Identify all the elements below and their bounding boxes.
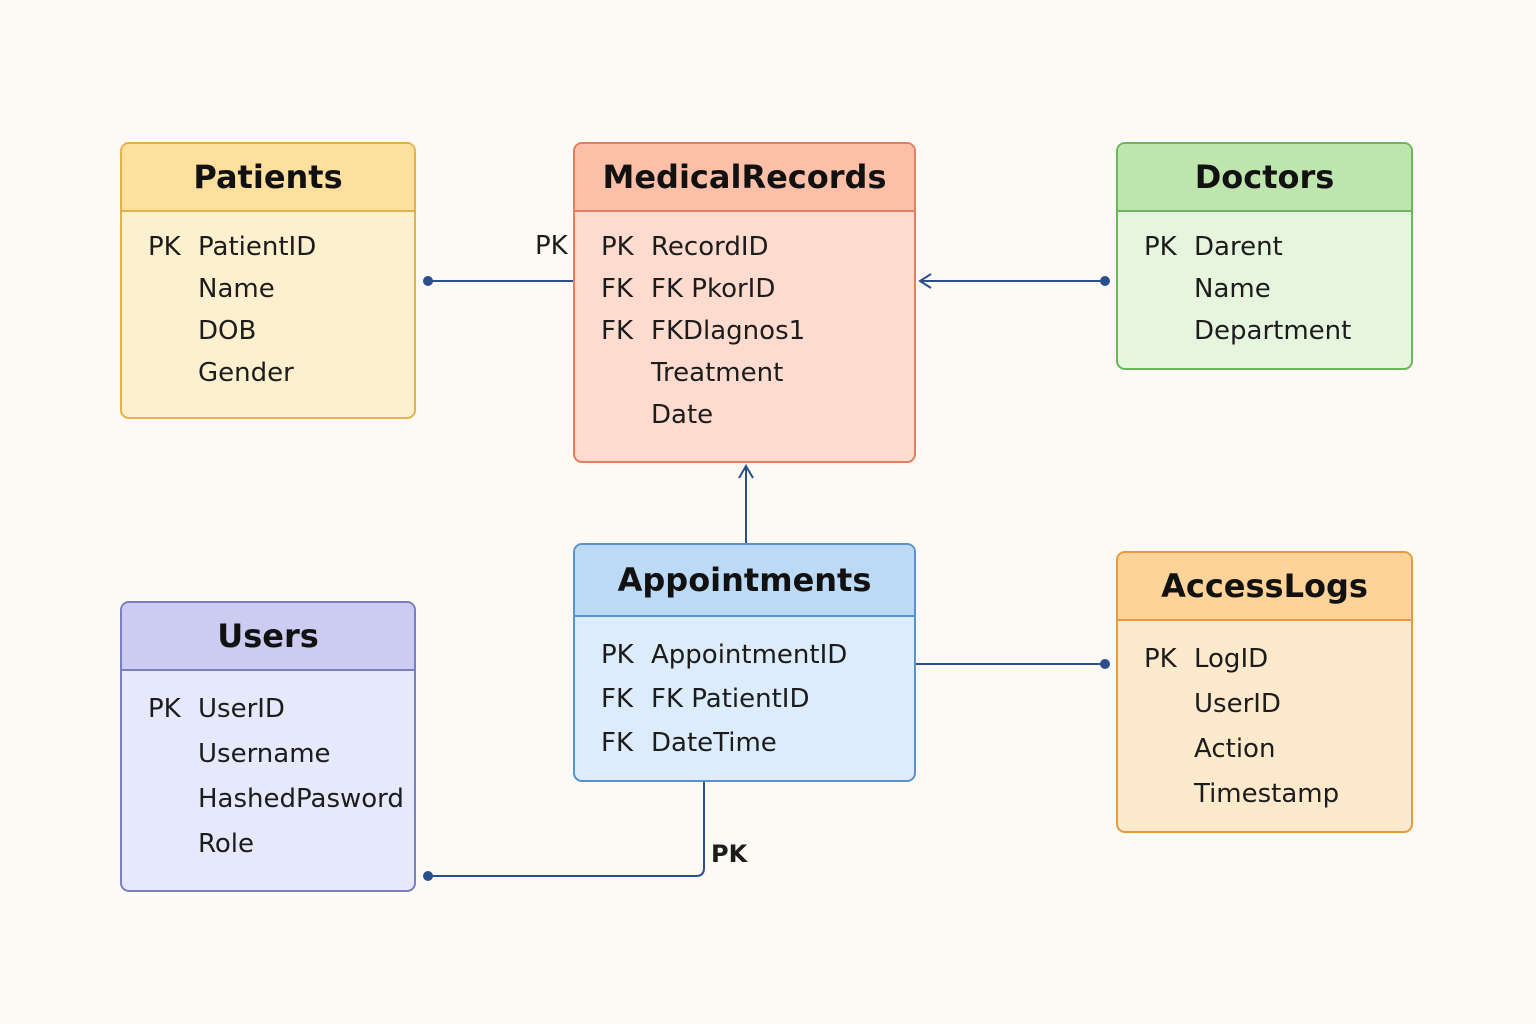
field-name: Date [651, 400, 714, 430]
patients-title: Patients [122, 144, 414, 212]
field-row: PK AppointmentID [575, 633, 914, 677]
connector-dot-icon [423, 871, 433, 881]
field-name: Department [1194, 316, 1352, 346]
field-row: UserID [1118, 681, 1411, 726]
field-row: Role [122, 821, 414, 866]
field-row: Action [1118, 726, 1411, 771]
users-appointments-connector [423, 782, 705, 881]
field-name: FK PkorID [651, 274, 776, 304]
users-title: Users [122, 603, 414, 671]
users-appointments-edge-label: PK [711, 840, 748, 868]
field-name: Darent [1194, 232, 1283, 262]
field-name: Timestamp [1194, 778, 1340, 809]
field-key: PK [1144, 643, 1177, 674]
medicalrecords-title: MedicalRecords [575, 144, 914, 212]
appointments-medicalrecords-connector [738, 464, 754, 543]
field-row: PK UserID [122, 686, 414, 731]
field-row: Username [122, 731, 414, 776]
field-key: PK [601, 232, 634, 262]
field-name: HashedPasword [198, 783, 404, 814]
field-row: Gender [122, 352, 414, 394]
connector-dot-icon [1100, 659, 1110, 669]
connector-dot-icon [1100, 276, 1110, 286]
field-key: PK [148, 693, 181, 724]
field-row: DOB [122, 310, 414, 352]
field-name: Action [1194, 733, 1276, 764]
field-row: PK LogID [1118, 636, 1411, 681]
field-row: FK FKDlagnos1 [575, 310, 914, 352]
connector-dot-icon [423, 276, 433, 286]
field-row: Timestamp [1118, 771, 1411, 816]
field-name: AppointmentID [651, 640, 848, 670]
field-row: FK FK PkorID [575, 268, 914, 310]
field-name: LogID [1194, 643, 1269, 674]
field-name: Role [198, 828, 255, 859]
field-row: FK DateTime [575, 721, 914, 765]
arrowhead-left-icon [918, 273, 932, 289]
field-name: Name [1194, 274, 1271, 304]
field-row: Treatment [575, 352, 914, 394]
field-key: PK [601, 640, 634, 670]
field-name: FK PatientID [651, 684, 810, 714]
field-row: Name [1118, 268, 1411, 310]
field-key: FK [601, 728, 634, 758]
field-name: DOB [198, 316, 257, 346]
field-key: PK [1144, 232, 1177, 262]
field-row: Date [575, 394, 914, 436]
field-row: HashedPasword [122, 776, 414, 821]
field-key: FK [601, 316, 634, 346]
field-name: PatientID [198, 232, 317, 262]
field-name: UserID [198, 693, 285, 724]
doctors-title: Doctors [1118, 144, 1411, 212]
patients-medicalrecords-connector [423, 276, 573, 286]
appointments-title: Appointments [575, 545, 914, 617]
field-name: Username [198, 738, 331, 769]
appointments-accesslogs-connector [916, 659, 1110, 669]
field-name: Treatment [651, 358, 784, 388]
field-row: FK FK PatientID [575, 677, 914, 721]
patients-records-edge-label: PK [535, 231, 568, 261]
field-name: UserID [1194, 688, 1281, 719]
field-name: DateTime [651, 728, 777, 758]
accesslogs-title: AccessLogs [1118, 553, 1411, 621]
field-row: PK PatientID [122, 226, 414, 268]
field-name: Gender [198, 358, 294, 388]
field-row: PK Darent [1118, 226, 1411, 268]
field-key: PK [148, 232, 181, 262]
doctors-medicalrecords-connector [918, 273, 1110, 289]
field-row: PK RecordID [575, 226, 914, 268]
field-name: RecordID [651, 232, 769, 262]
arrowhead-up-icon [738, 464, 754, 479]
field-row: Department [1118, 310, 1411, 352]
field-name: Name [198, 274, 275, 304]
field-name: FKDlagnos1 [651, 316, 806, 346]
appointments-entity[interactable]: Appointments PK AppointmentID FK FK Patient… [573, 543, 916, 782]
field-row: Name [122, 268, 414, 310]
field-key: FK [601, 684, 634, 714]
field-key: FK [601, 274, 634, 304]
appointments-field-list: PK AppointmentID FK FK PatientID FK DateTime [575, 617, 914, 765]
